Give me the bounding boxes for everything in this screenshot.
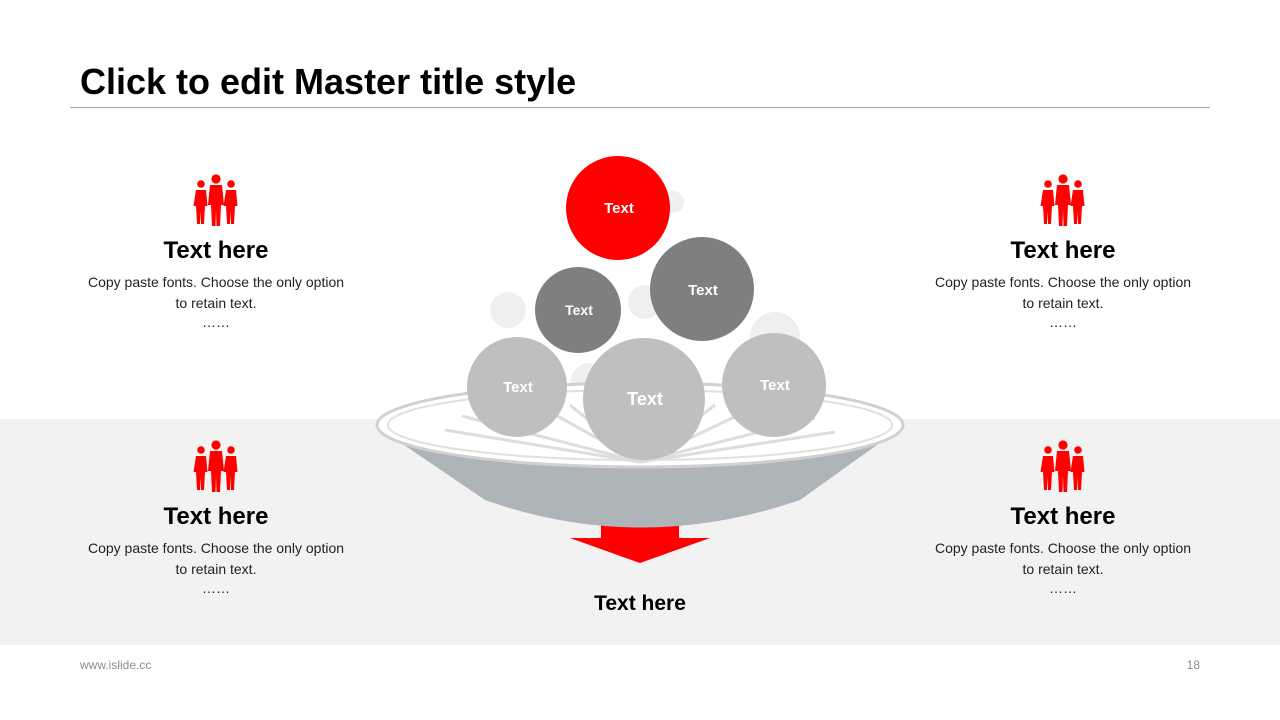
bubble-dark-left[interactable]: [535, 267, 621, 353]
block-top-left: Text here Copy paste fonts. Choose the o…: [76, 174, 356, 330]
block-body[interactable]: Copy paste fonts. Choose the only option…: [76, 538, 356, 580]
bubble-label: Text: [565, 302, 593, 318]
block-heading[interactable]: Text here: [163, 237, 269, 264]
bubble-label: Text: [604, 200, 634, 217]
block-ellipsis: ……: [202, 580, 230, 596]
output-label[interactable]: Text here: [594, 592, 686, 615]
bubble-label: Text: [760, 377, 790, 394]
block-ellipsis: ……: [1049, 314, 1077, 330]
title-divider: [70, 107, 1210, 108]
bubble-light-center[interactable]: [583, 338, 705, 460]
block-top-right: Text here Copy paste fonts. Choose the o…: [923, 174, 1203, 330]
bubble-light-right[interactable]: [722, 333, 826, 437]
block-body-line: Copy paste fonts. Choose the only option: [87, 274, 345, 290]
bubble-label: Text: [688, 282, 718, 299]
bubble-label: Text: [627, 389, 663, 409]
block-ellipsis: ……: [1049, 580, 1077, 596]
block-bottom-right: Text here Copy paste fonts. Choose the o…: [923, 440, 1203, 596]
block-body-line: to retain text.: [1022, 295, 1104, 311]
block-bottom-left: Text here Copy paste fonts. Choose the o…: [76, 440, 356, 596]
block-body-line: to retain text.: [175, 561, 257, 577]
bubble-light-left[interactable]: [467, 337, 567, 437]
bubble-red[interactable]: [566, 156, 670, 260]
slide-title[interactable]: Click to edit Master title style: [80, 61, 577, 102]
block-heading[interactable]: Text here: [1010, 503, 1116, 530]
block-body[interactable]: Copy paste fonts. Choose the only option…: [923, 538, 1203, 580]
block-body-line: to retain text.: [175, 295, 257, 311]
down-arrow-icon: [570, 520, 710, 563]
bubble-label: Text: [503, 379, 533, 396]
block-heading[interactable]: Text here: [1010, 237, 1116, 264]
decor-circle: [490, 292, 526, 328]
block-body-line: Copy paste fonts. Choose the only option: [87, 540, 345, 556]
footer-url: www.islide.cc: [80, 658, 152, 672]
block-body-line: to retain text.: [1022, 561, 1104, 577]
block-body-line: Copy paste fonts. Choose the only option: [934, 540, 1192, 556]
block-body[interactable]: Copy paste fonts. Choose the only option…: [923, 272, 1203, 314]
bubble-dark-right[interactable]: [650, 237, 754, 341]
block-heading[interactable]: Text here: [163, 503, 269, 530]
block-ellipsis: ……: [202, 314, 230, 330]
block-body[interactable]: Copy paste fonts. Choose the only option…: [76, 272, 356, 314]
page-number: 18: [1186, 658, 1200, 672]
block-body-line: Copy paste fonts. Choose the only option: [934, 274, 1192, 290]
